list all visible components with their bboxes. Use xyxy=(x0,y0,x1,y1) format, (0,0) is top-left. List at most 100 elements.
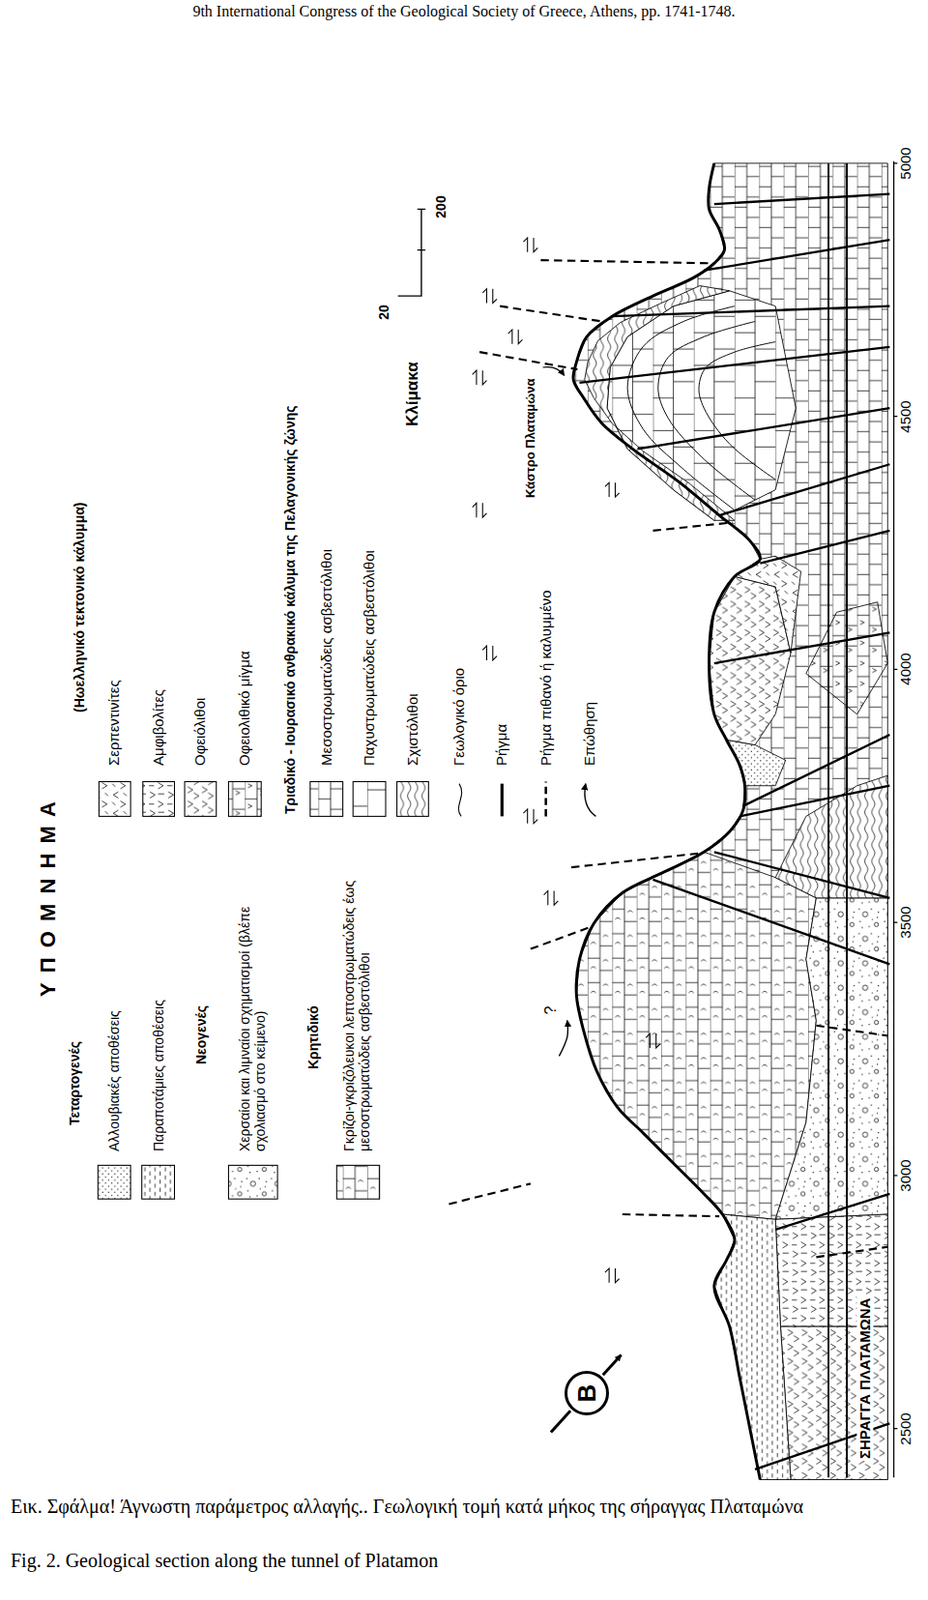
fault-line xyxy=(719,464,890,516)
cretaceous-limestone xyxy=(576,851,816,1219)
fault-slip-symbol xyxy=(482,645,497,661)
legend-text: Σερπεντινίτες xyxy=(106,677,123,768)
axis-value: 4000 xyxy=(898,651,915,688)
legend-swatch xyxy=(98,782,131,817)
legend-text: Οφειολιθικό μίγμα xyxy=(236,648,254,768)
fault-line xyxy=(742,734,890,807)
legend-text: Μεσοστρωματώδεις ασβεστόλιθοι xyxy=(318,547,335,768)
north-arrow-tail xyxy=(551,1410,571,1432)
fault-line xyxy=(775,1193,890,1230)
section-drawing xyxy=(97,161,900,1480)
tunnel-line xyxy=(827,163,830,1478)
axis-value: 3500 xyxy=(898,903,915,940)
probable-fault xyxy=(448,1183,530,1204)
legend-text: Γκρίζοι-γκριζόλευκοι λεπτοστρωματώδεις έ… xyxy=(341,867,373,1154)
fault-slip-symbol xyxy=(605,482,620,497)
bedding-line xyxy=(658,320,755,500)
fault-line xyxy=(653,879,891,965)
legend-swatch xyxy=(336,1164,379,1199)
tunnel-line xyxy=(845,163,848,1478)
fault-line xyxy=(759,530,890,564)
fault-slip-symbol xyxy=(544,890,559,905)
fault-slip-symbol xyxy=(472,502,488,518)
distance-axis xyxy=(893,161,895,1479)
axis-value: 2500 xyxy=(898,1410,915,1447)
running-header: 9th International Congress of the Geolog… xyxy=(192,2,735,21)
legend-title: Υ Π Ο Μ Ν Η Μ Α xyxy=(35,797,60,999)
legend-text: Γεωλογικό όριο xyxy=(450,666,467,768)
fault-line xyxy=(714,194,891,205)
legend-swatch xyxy=(97,1164,131,1199)
probable-fault xyxy=(622,1214,720,1217)
legend-swatch xyxy=(310,782,344,817)
legend-text: Επώθηση xyxy=(580,699,598,768)
probable-fault xyxy=(530,926,592,949)
legend-text: Αμφιβολίτες xyxy=(149,687,167,768)
legend-line-sample xyxy=(500,783,504,817)
north-letter: Β xyxy=(574,1383,600,1402)
probable-fault xyxy=(479,351,578,370)
scale-title: Κλίμακα xyxy=(404,360,424,430)
castle-pointer xyxy=(543,367,565,377)
legend-swatch xyxy=(184,782,217,817)
legend-line-sample xyxy=(584,783,596,817)
place-name: Κάστρο Πλαταμώνα xyxy=(522,377,538,500)
legend-swatch xyxy=(142,1164,175,1199)
north-arrow-head xyxy=(603,1355,622,1376)
fault-slip-symbol xyxy=(522,809,538,824)
probable-fault xyxy=(571,852,702,868)
fault-slip-symbol xyxy=(645,1033,661,1048)
scale-value: 20 xyxy=(376,302,392,322)
fault-slip-symbol xyxy=(522,237,538,253)
neogene-unit xyxy=(775,898,888,1219)
fault-slip-symbol xyxy=(508,329,523,345)
bedding-line xyxy=(627,306,735,511)
fault-line xyxy=(714,851,891,898)
legend-heading: (Ηωελληνικό τεκτονικό κάλυμμα) xyxy=(71,499,87,714)
legend-text: Σχιστόλιθοι xyxy=(405,691,422,768)
legend-text: Ρήγμα xyxy=(493,722,511,768)
legend-text: Χερσαίοι και λιμναίοι σχηματισμοί (βλέπε… xyxy=(236,888,268,1154)
legend-swatch xyxy=(228,1164,278,1199)
legend-line-sample xyxy=(544,782,548,817)
query-mark: ? xyxy=(542,1003,560,1016)
scale-bar xyxy=(398,208,426,296)
fault-slip-symbol xyxy=(605,1268,620,1283)
legend-swatch xyxy=(397,782,430,817)
axis-value: 4500 xyxy=(898,398,915,435)
thrust-arrow xyxy=(558,1019,568,1056)
legend-swatch xyxy=(352,782,386,817)
fault-line xyxy=(739,785,890,817)
legend-text: Ρήγμα πιθανό ή καλυμμένο xyxy=(537,587,554,768)
limestone-unit xyxy=(573,163,888,1480)
fault-line xyxy=(611,306,890,318)
legend-swatch xyxy=(143,782,175,817)
legend-heading: Κρητιδικό xyxy=(305,1004,321,1073)
probable-fault xyxy=(815,1025,888,1037)
fault-line xyxy=(714,632,891,664)
legend-heading: Τεταρτογενές xyxy=(66,1039,83,1128)
legend-text: Παραποτάμιες αποθέσεις xyxy=(150,997,167,1154)
fault-line xyxy=(580,347,891,383)
fault-slip-symbol xyxy=(472,370,488,385)
fault-line xyxy=(703,239,890,271)
schist-unit xyxy=(775,775,888,899)
legend-samples xyxy=(97,782,596,1200)
probable-fault xyxy=(815,1247,888,1258)
north-arrow-circle: Β xyxy=(564,1370,609,1416)
ground-surface xyxy=(573,163,761,1480)
legend-line-sample xyxy=(458,783,462,817)
fault-line xyxy=(638,407,891,449)
fault-slip-symbol xyxy=(482,289,497,304)
axis-value: 5000 xyxy=(898,145,915,181)
axis-value: 3000 xyxy=(898,1157,915,1193)
legend-swatch xyxy=(228,782,261,817)
scale-value: 200 xyxy=(433,194,449,221)
legend-text: Αλλουβιακές αποθέσεις xyxy=(106,1008,122,1154)
probable-fault xyxy=(653,522,733,530)
probable-fault xyxy=(499,306,603,322)
legend-heading: Νεογενές xyxy=(193,1003,209,1067)
legend-heading: Τριαδικό - Ιουρασικό ανθρακικό κάλυμα τη… xyxy=(282,404,298,817)
legend-text: Οφειόλιθοι xyxy=(191,695,208,767)
